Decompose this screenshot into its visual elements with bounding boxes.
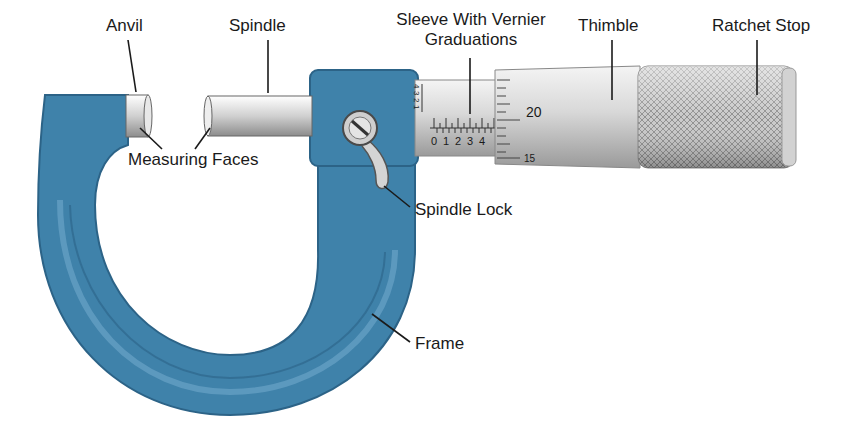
part-label: Frame <box>415 334 464 354</box>
scale-number: 1 <box>443 135 449 148</box>
part-label: Thimble <box>578 16 638 36</box>
part-label: Sleeve With Vernier Graduations <box>392 10 550 51</box>
part-label: Ratchet Stop <box>712 16 810 36</box>
part-label: Spindle <box>229 16 286 36</box>
scale-number: 4 <box>412 84 420 88</box>
scale-number: 3 <box>467 135 473 148</box>
part-label: Spindle Lock <box>415 200 512 220</box>
thimble-number: 20 <box>526 104 542 121</box>
part-label: Anvil <box>106 16 143 36</box>
scale-number: 2 <box>412 98 420 102</box>
thimble-number: 15 <box>524 153 535 165</box>
scale-number: 2 <box>455 135 461 148</box>
scale-number: 3 <box>412 91 420 95</box>
scale-number: 0 <box>431 135 437 148</box>
part-label: Measuring Faces <box>128 150 258 170</box>
scale-number: 1 <box>412 105 420 109</box>
scale-number: 4 <box>479 135 485 148</box>
